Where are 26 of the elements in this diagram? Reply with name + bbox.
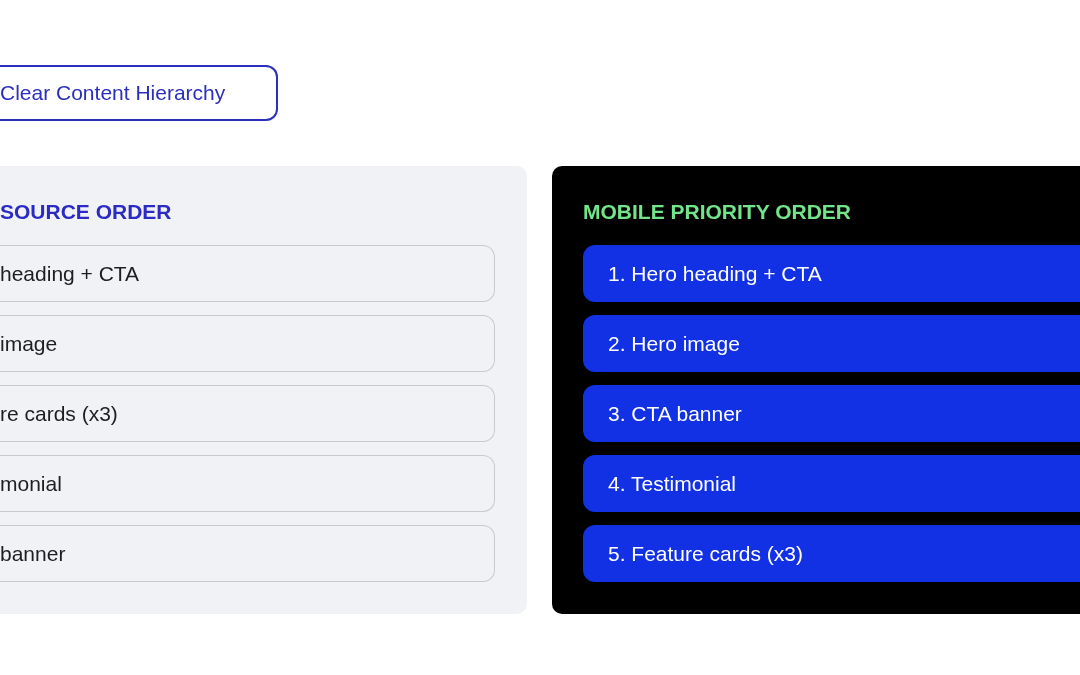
source-order-panel	[0, 166, 527, 614]
list-item-card	[0, 245, 495, 302]
item-label: 4. Testimonial	[607, 470, 736, 497]
priority-item-bar	[583, 525, 1080, 582]
priority-order-panel	[552, 166, 1080, 614]
item-label: heading + CTA	[0, 260, 140, 287]
list-item-card	[0, 385, 495, 442]
priority-item-bar	[583, 315, 1080, 372]
title-pill	[0, 65, 278, 121]
item-label: 5. Feature cards (x3)	[607, 540, 803, 567]
title-text: Clear Content Hierarchy	[0, 80, 226, 107]
priority-item-bar	[583, 455, 1080, 512]
item-label: 3. CTA banner	[607, 400, 742, 427]
panel-heading: SOURCE ORDER	[0, 199, 172, 225]
list-item-card	[0, 315, 495, 372]
panel-heading: MOBILE PRIORITY ORDER	[583, 199, 851, 225]
item-label: monial	[0, 470, 62, 497]
item-label: re cards (x3)	[0, 400, 118, 427]
item-label: 1. Hero heading + CTA	[607, 260, 822, 287]
list-item-card	[0, 525, 495, 582]
item-label: 2. Hero image	[607, 330, 740, 357]
item-label: banner	[0, 540, 66, 567]
priority-item-bar	[583, 385, 1080, 442]
list-item-card	[0, 455, 495, 512]
priority-item-bar	[583, 245, 1080, 302]
item-label: image	[0, 330, 58, 357]
